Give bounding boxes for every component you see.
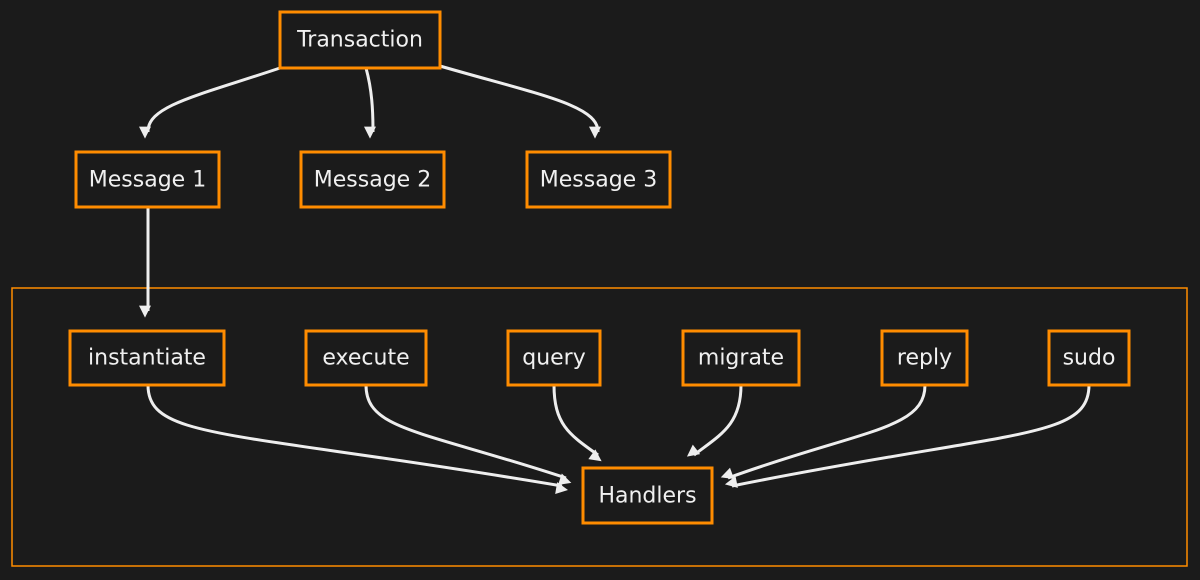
edge-transaction-message1 <box>139 66 281 139</box>
handlers-subgraph <box>11 287 1188 567</box>
edge-instantiate-handlers <box>146 384 569 494</box>
node-message-1[interactable]: Message 1 <box>74 150 221 209</box>
edge-reply-handlers <box>720 384 927 480</box>
node-label: Message 3 <box>540 168 657 193</box>
node-instantiate[interactable]: instantiate <box>68 329 226 387</box>
edge-execute-handlers <box>364 384 572 485</box>
node-query[interactable]: query <box>506 329 602 387</box>
node-execute[interactable]: execute <box>304 329 428 387</box>
node-label: query <box>522 346 586 371</box>
node-handlers[interactable]: Handlers <box>581 466 714 525</box>
edge-query-handlers <box>552 384 602 462</box>
edge-transaction-message2 <box>363 67 376 139</box>
node-label: execute <box>322 346 409 371</box>
edge-migrate-handlers <box>686 384 743 457</box>
node-message-2[interactable]: Message 2 <box>299 150 446 209</box>
node-sudo[interactable]: sudo <box>1047 329 1131 387</box>
edges <box>139 64 1091 494</box>
node-label: Transaction <box>296 28 423 53</box>
node-message-3[interactable]: Message 3 <box>525 150 672 209</box>
node-label: Handlers <box>598 484 696 509</box>
node-label: reply <box>897 346 952 371</box>
node-label: sudo <box>1063 346 1116 371</box>
node-reply[interactable]: reply <box>880 329 969 387</box>
node-label: migrate <box>698 346 784 371</box>
edge-sudo-handlers <box>724 384 1091 488</box>
node-label: instantiate <box>88 346 206 371</box>
node-label: Message 2 <box>314 168 431 193</box>
edge-transaction-message3 <box>439 64 601 139</box>
node-label: Message 1 <box>89 168 206 193</box>
node-migrate[interactable]: migrate <box>681 329 801 387</box>
node-transaction[interactable]: Transaction <box>278 10 442 70</box>
